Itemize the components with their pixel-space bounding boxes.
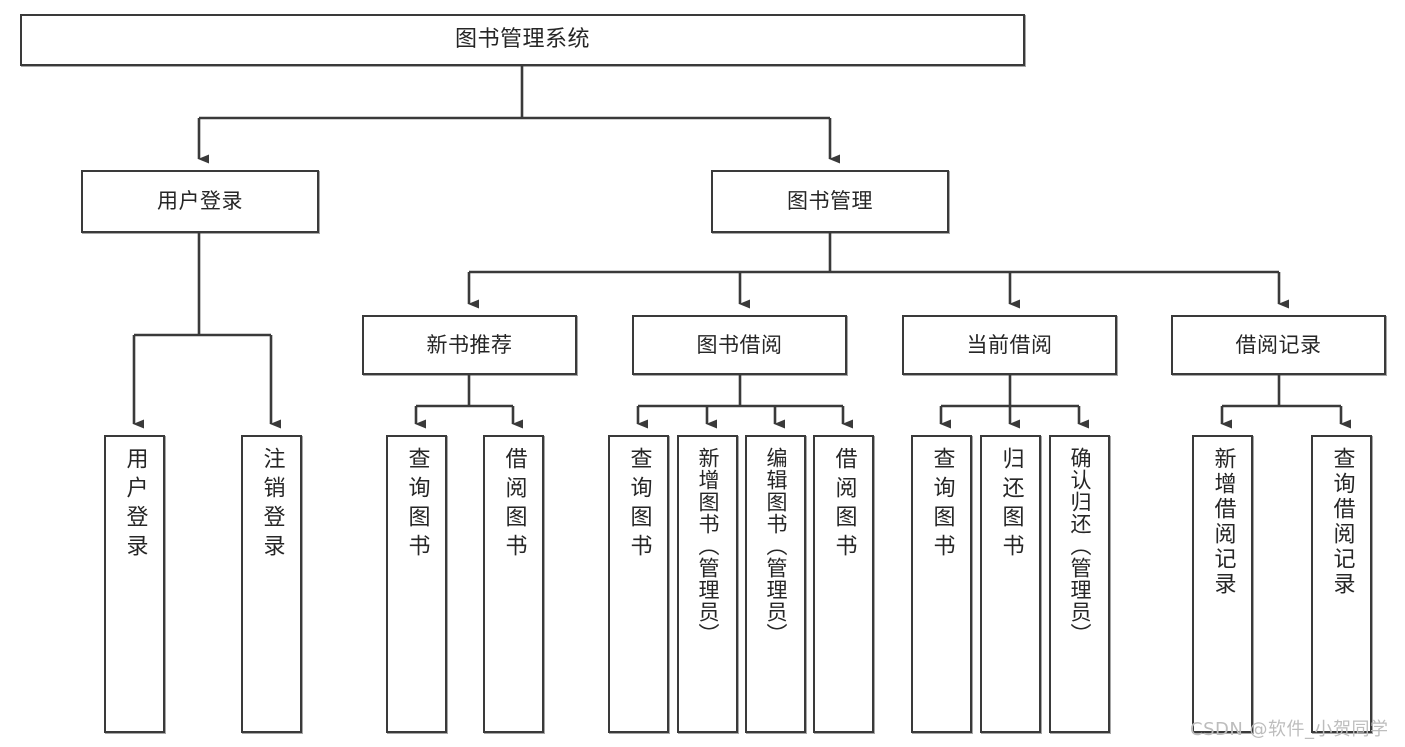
- node-label: 图书管理: [787, 189, 873, 214]
- node-root-system[interactable]: 图书管理系统: [20, 14, 1025, 66]
- node-book-borrow[interactable]: 图书借阅: [632, 315, 847, 375]
- node-label: 查询图书: [626, 447, 652, 563]
- node-leaf-query-book-recommend[interactable]: 查询图书: [386, 435, 447, 733]
- node-label: 查询借阅记录: [1329, 447, 1355, 597]
- node-label: 图书借阅: [696, 332, 783, 357]
- node-leaf-add-borrow-record[interactable]: 新增借阅记录: [1192, 435, 1253, 733]
- node-new-book-recommend[interactable]: 新书推荐: [362, 315, 577, 375]
- node-label: 新增图书（管理员）: [696, 447, 720, 645]
- node-leaf-confirm-return-admin[interactable]: 确认归还（管理员）: [1049, 435, 1110, 733]
- node-leaf-query-book-current[interactable]: 查询图书: [911, 435, 972, 733]
- node-label: 新增借阅记录: [1210, 447, 1236, 597]
- node-label: 确认归还（管理员）: [1068, 447, 1092, 645]
- node-leaf-user-login[interactable]: 用户登录: [104, 435, 165, 733]
- node-leaf-borrow-book-recommend[interactable]: 借阅图书: [483, 435, 544, 733]
- node-borrow-record[interactable]: 借阅记录: [1171, 315, 1386, 375]
- node-label: 注销登录: [259, 447, 285, 563]
- node-leaf-return-book[interactable]: 归还图书: [980, 435, 1041, 733]
- node-leaf-add-book-admin[interactable]: 新增图书（管理员）: [677, 435, 738, 733]
- node-leaf-query-book-borrow[interactable]: 查询图书: [608, 435, 669, 733]
- node-label: 借阅图书: [501, 447, 527, 563]
- node-leaf-logout[interactable]: 注销登录: [241, 435, 302, 733]
- node-label: 编辑图书（管理员）: [764, 447, 788, 645]
- node-label: 当前借阅: [966, 332, 1053, 357]
- node-book-manage[interactable]: 图书管理: [711, 170, 949, 233]
- node-leaf-query-borrow-record[interactable]: 查询借阅记录: [1311, 435, 1372, 733]
- node-current-borrow[interactable]: 当前借阅: [902, 315, 1117, 375]
- node-label: 借阅图书: [831, 447, 857, 563]
- node-label: 归还图书: [998, 447, 1024, 563]
- node-leaf-borrow-book[interactable]: 借阅图书: [813, 435, 874, 733]
- node-label: 查询图书: [404, 447, 430, 563]
- node-label: 图书管理系统: [454, 27, 590, 53]
- node-label: 新书推荐: [426, 332, 513, 357]
- node-label: 用户登录: [122, 447, 148, 563]
- node-label: 借阅记录: [1235, 332, 1322, 357]
- node-leaf-edit-book-admin[interactable]: 编辑图书（管理员）: [745, 435, 806, 733]
- node-label: 用户登录: [157, 189, 243, 214]
- node-label: 查询图书: [929, 447, 955, 563]
- node-user-login[interactable]: 用户登录: [81, 170, 319, 233]
- watermark-text: CSDN @软件_小贺同学: [1190, 719, 1389, 740]
